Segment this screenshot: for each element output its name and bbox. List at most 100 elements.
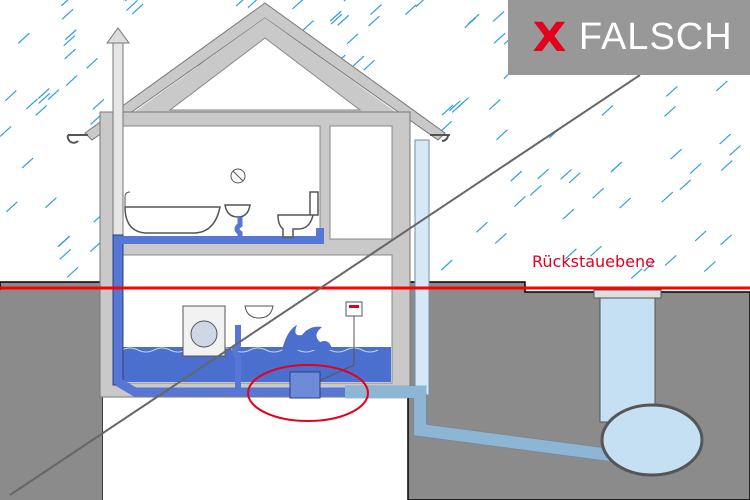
- rain-drop: [21, 157, 34, 169]
- rain-drop: [448, 100, 461, 112]
- rain-drop: [124, 0, 128, 2]
- rain-drop: [703, 261, 716, 273]
- verdict-text: FALSCH: [578, 16, 733, 58]
- rain-drop: [60, 0, 69, 7]
- rain-drop: [590, 245, 602, 257]
- rain-drop: [235, 0, 244, 7]
- verdict-badge: X FALSCH: [508, 0, 750, 75]
- rain-drop: [302, 20, 314, 31]
- rain-drop: [661, 191, 674, 203]
- rain-drop: [441, 104, 454, 116]
- sewer-pipe: [345, 386, 611, 461]
- rain-drop: [457, 97, 470, 109]
- rain-drop: [4, 90, 17, 102]
- rain-drop: [440, 259, 453, 271]
- rain-drop: [64, 29, 77, 41]
- rain-drop: [368, 15, 380, 27]
- rain-drop: [89, 241, 102, 253]
- rain-drop: [664, 254, 677, 266]
- rain-drop: [514, 195, 526, 207]
- rain-drop: [370, 4, 382, 16]
- rain-drop: [330, 13, 343, 25]
- toilet-icon: [277, 191, 319, 238]
- x-mark-icon: X: [532, 14, 567, 61]
- rain-drop: [440, 120, 453, 132]
- rain-drop: [494, 233, 507, 244]
- rain-drop: [564, 248, 577, 260]
- rain-drop: [664, 105, 676, 117]
- rain-drop: [592, 187, 605, 199]
- rain-drop: [131, 3, 144, 15]
- manhole-chamber: [600, 403, 704, 477]
- downpipe: [414, 139, 430, 396]
- rain-drop: [529, 184, 542, 196]
- rain-drop: [292, 0, 304, 10]
- rain-drop: [63, 35, 76, 47]
- rain-drop: [64, 48, 76, 60]
- rain-drop: [694, 230, 707, 242]
- rain-drop: [493, 32, 506, 44]
- backflow-valve-icon: [289, 371, 321, 399]
- control-box: [345, 301, 363, 317]
- rain-drop: [352, 55, 365, 67]
- rain-drop: [126, 0, 138, 11]
- rain-drop: [0, 125, 12, 137]
- flood-water: [121, 347, 391, 382]
- upper-drain-pipe: [118, 228, 324, 244]
- rain-drop: [610, 161, 623, 173]
- rain-drop: [5, 201, 18, 213]
- rain-drop: [720, 160, 733, 172]
- upper-floor-small-room: [329, 125, 393, 240]
- rain-drop: [715, 80, 728, 92]
- rain-drop: [630, 268, 643, 279]
- rain-drop: [679, 179, 692, 191]
- manhole-shaft: [599, 291, 656, 423]
- water-splash: [282, 325, 332, 350]
- bathtub-icon: [124, 206, 221, 234]
- rain-drop: [492, 10, 505, 22]
- rain-drop: [560, 168, 572, 180]
- rain-drop: [66, 266, 79, 278]
- rain-drop: [38, 92, 51, 104]
- rain-drop: [57, 236, 70, 248]
- rain-drop: [729, 144, 741, 156]
- rain-drop: [404, 4, 417, 16]
- basement-sink-icon: [244, 305, 274, 319]
- rain-drop: [562, 208, 575, 220]
- rain-drop: [247, 0, 258, 9]
- rain-drop: [25, 98, 38, 110]
- crossout-line: [9, 74, 641, 496]
- rain-drop: [329, 10, 342, 22]
- rain-drop: [59, 248, 72, 260]
- rain-drop: [496, 129, 508, 141]
- rain-drop: [601, 104, 614, 116]
- rain-drop: [719, 133, 732, 145]
- rain-drop: [643, 260, 656, 272]
- rain-drop: [86, 57, 99, 69]
- rain-drop: [363, 59, 375, 71]
- rain-drop: [65, 75, 78, 86]
- rain-drop: [346, 33, 359, 45]
- rain-drop: [61, 8, 74, 20]
- rain-drop: [619, 197, 631, 209]
- rain-drop: [45, 197, 57, 209]
- rain-drop: [415, 0, 425, 8]
- rain-drop: [665, 86, 678, 97]
- backflow-level-label: Rückstauebene: [532, 252, 655, 271]
- rain-drop: [488, 99, 501, 111]
- rain-drop: [92, 98, 105, 110]
- rain-drop: [475, 221, 488, 233]
- rain-drop: [17, 32, 30, 44]
- rain-drop: [37, 88, 50, 99]
- rain-drop: [720, 234, 733, 246]
- rain-drop: [464, 17, 477, 29]
- rain-drop: [35, 104, 48, 116]
- rain-drop: [568, 172, 581, 184]
- rain-drop: [689, 162, 702, 174]
- rain-drop: [670, 148, 683, 160]
- rain-drop: [537, 168, 550, 180]
- rain-drop: [510, 170, 523, 182]
- rain-drop: [337, 14, 350, 26]
- highlight-circle: [247, 364, 369, 422]
